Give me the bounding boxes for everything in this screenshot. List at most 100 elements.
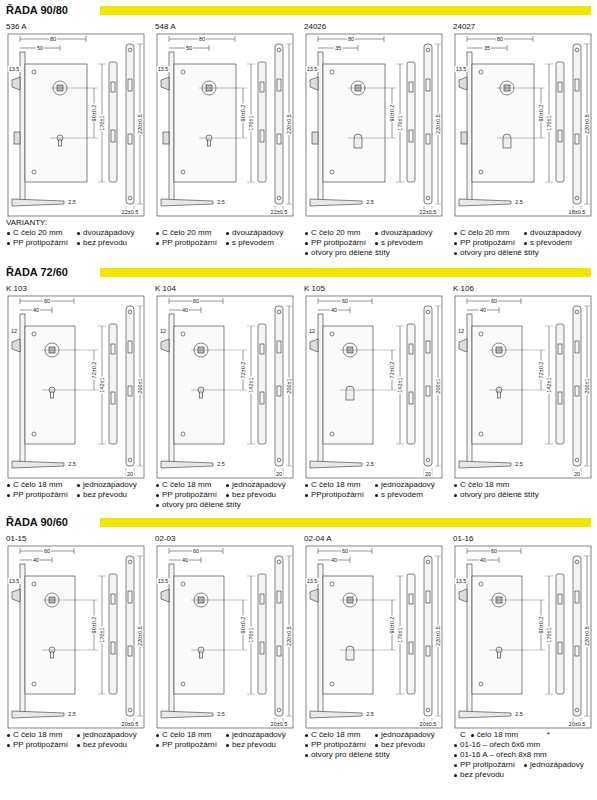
dimension-line	[52, 307, 53, 313]
dimension-line	[98, 326, 106, 327]
model-name: 02-04 A	[304, 534, 334, 544]
feature-text: jednozápadový	[76, 480, 146, 490]
dimension-line	[223, 298, 224, 304]
lock-part	[157, 296, 293, 478]
screw-hole	[32, 170, 36, 174]
dimension-line	[137, 716, 143, 717]
lock-part	[260, 392, 264, 404]
dimension-line	[52, 557, 53, 563]
feature-text: C čelo 18 mm	[6, 730, 76, 740]
dimension-line	[42, 600, 98, 601]
dimension-label: 2.5	[67, 461, 77, 467]
feature-text: C	[453, 730, 470, 740]
screw-hole	[479, 582, 483, 586]
lock-part	[409, 642, 413, 654]
lock-part	[558, 642, 562, 654]
side-profile	[459, 461, 511, 468]
feature-text: s převodem	[523, 238, 593, 248]
dimension-label: 22±0.5	[121, 209, 140, 215]
feature-text: jednozápadový	[523, 760, 593, 770]
dimension-line	[169, 548, 170, 554]
lock-part	[323, 64, 385, 182]
dimension-line	[584, 466, 590, 467]
screw-hole	[181, 432, 185, 436]
screw-hole	[181, 170, 185, 174]
screw-hole	[181, 332, 185, 336]
dimension-line	[350, 307, 351, 313]
dimension-label: 220±0.5	[137, 625, 143, 647]
dimension-label: 142±1	[546, 376, 552, 393]
side-profile	[12, 199, 64, 206]
feature-text: PP protipožární	[304, 740, 374, 750]
lock-part	[25, 576, 75, 694]
dimension-label: 90±0.2	[91, 104, 97, 123]
dimension-line	[521, 548, 522, 554]
dimension-label: 40	[330, 557, 338, 563]
lock-part	[111, 594, 115, 604]
dimension-line	[584, 306, 590, 307]
dimension-line	[340, 350, 396, 351]
screw-hole	[575, 196, 579, 200]
lock-part	[424, 306, 432, 466]
dimension-label: 20±0.5	[270, 721, 289, 727]
feature-text: *	[540, 730, 557, 740]
dimension-line	[191, 350, 247, 351]
dimension-label: 2.5	[216, 711, 226, 717]
dimension-label: 60	[490, 298, 498, 304]
dimension-line	[545, 64, 553, 65]
model-name: K 106	[453, 284, 476, 294]
dimension-label: 12	[159, 328, 167, 334]
lock-part	[277, 134, 281, 144]
dimension-label: 13.5	[157, 66, 170, 72]
dimension-label: 20	[126, 471, 134, 477]
dimension-label: 35	[483, 45, 491, 51]
dimension-label: 2.5	[514, 711, 524, 717]
dimension-line	[223, 548, 224, 554]
lock-part	[472, 64, 534, 182]
feature-text: dvouzápadový	[374, 228, 444, 238]
lock-part	[258, 62, 266, 182]
lock-part	[126, 556, 134, 716]
model-name: K 103	[6, 284, 29, 294]
dimension-label: 72±0.2	[240, 361, 246, 380]
dimension-line	[50, 88, 98, 89]
screw-hole	[330, 432, 334, 436]
screw-hole	[575, 708, 579, 712]
feature-list: C čelo 20 mmdvouzápadovýPP protipožárníb…	[6, 228, 146, 248]
screw-hole	[479, 170, 483, 174]
dimension-line	[98, 64, 106, 65]
feature-list: C čelo 18 mmotvory pro dělené štíty	[453, 480, 593, 500]
latch	[459, 339, 467, 352]
latch	[12, 77, 20, 90]
latch	[12, 589, 20, 602]
feature-text: bez převodu	[76, 490, 146, 500]
lock-part	[200, 652, 203, 658]
dimension-line	[137, 204, 143, 205]
screw-hole	[575, 48, 579, 52]
lock-drawing	[306, 546, 442, 728]
screw-hole	[277, 560, 281, 564]
lock-part	[573, 556, 581, 716]
dimension-label: 50	[36, 45, 44, 51]
lock-part	[461, 132, 467, 144]
lock-part	[575, 591, 579, 603]
dimension-label: 90±0.2	[240, 616, 246, 635]
dimension-line	[435, 44, 441, 45]
screw-hole	[128, 458, 132, 462]
dimension-line	[435, 204, 441, 205]
latch	[161, 589, 169, 602]
dimension-label: 50	[185, 45, 193, 51]
dimension-label: 22±0.5	[419, 209, 438, 215]
dimension-line	[318, 548, 319, 554]
dimension-label: 142±1	[99, 376, 105, 393]
dimension-line	[137, 44, 143, 45]
dimension-line	[201, 557, 202, 563]
lock-part	[426, 386, 430, 396]
lock-drawing	[157, 34, 293, 216]
feature-text: C čelo 18 mm	[304, 480, 374, 490]
screw-hole	[128, 708, 132, 712]
screw-hole	[426, 560, 430, 564]
dimension-line	[348, 88, 396, 89]
feature-list: C čelo 18 mmjednozápadovýPP protipožární…	[6, 480, 146, 500]
dimension-line	[584, 716, 590, 717]
